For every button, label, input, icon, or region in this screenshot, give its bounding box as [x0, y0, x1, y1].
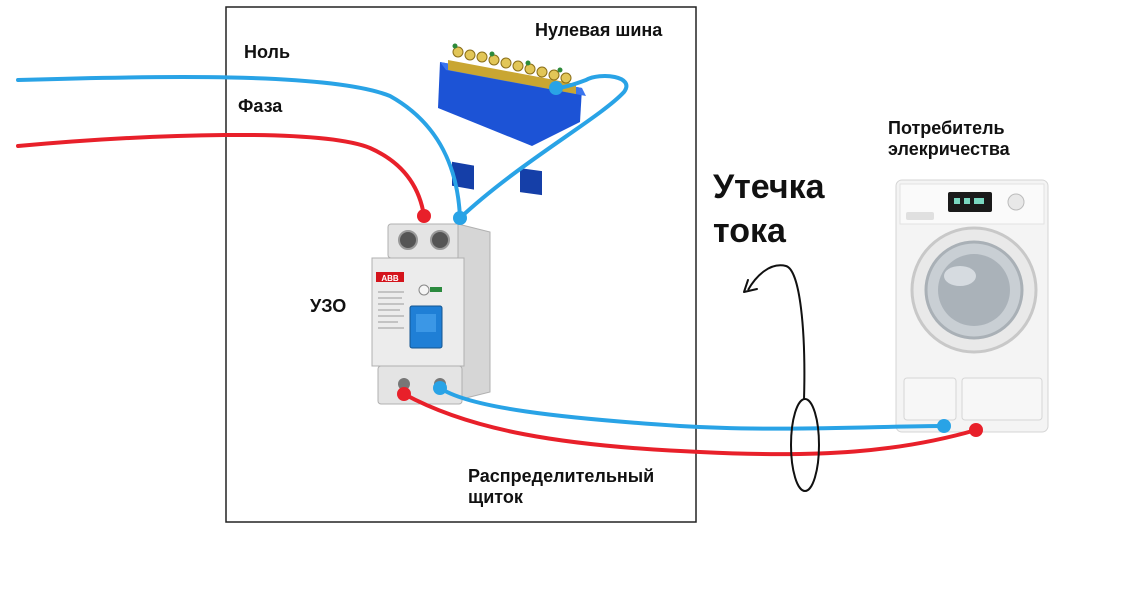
- washing-machine-icon: [895, 179, 1049, 433]
- leak-arrow-head: [743, 279, 758, 293]
- leak-label-line1: Утечка: [713, 168, 825, 206]
- consumer-label: Потребитель элекричества: [888, 118, 1010, 159]
- rcd-breaker-icon: ABB: [371, 223, 491, 405]
- phase-output-wire: [402, 392, 978, 457]
- phase-input-terminal: [417, 209, 431, 223]
- panel-label: Распределительный щиток: [468, 466, 655, 507]
- leak-loop: [790, 398, 820, 492]
- busbar-terminal: [549, 81, 563, 95]
- panel-frame: [225, 6, 697, 523]
- rcd-label: УЗО: [310, 296, 347, 316]
- neutral-output-terminal: [433, 381, 447, 395]
- neutral-bus-label: Нулевая шина: [535, 20, 663, 40]
- neutral-busbar-icon: [438, 43, 586, 196]
- consumer-neutral-terminal: [937, 419, 951, 433]
- consumer-phase-terminal: [969, 423, 983, 437]
- rcd-brand-label: ABB: [381, 274, 399, 283]
- phase-input-wire: [16, 132, 426, 218]
- neutral-input-wire: [16, 74, 462, 220]
- neutral-label: Ноль: [244, 42, 291, 62]
- rcd-to-busbar-wire: [458, 74, 629, 220]
- leak-label-line2: тока: [713, 212, 786, 250]
- phase-label: Фаза: [238, 96, 283, 116]
- phase-output-terminal: [397, 387, 411, 401]
- leak-arrow-icon: [747, 264, 806, 401]
- neutral-input-terminal: [453, 211, 467, 225]
- neutral-output-wire: [438, 386, 946, 431]
